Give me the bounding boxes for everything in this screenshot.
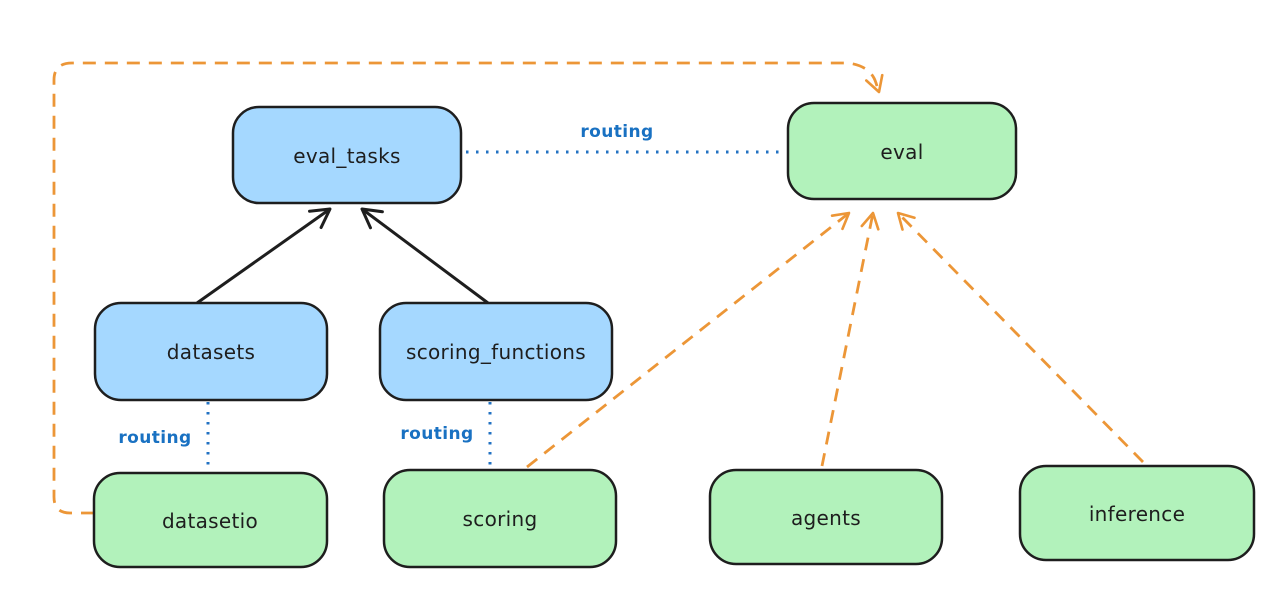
node-scoring_functions: scoring_functions bbox=[378, 301, 614, 402]
edge-label-routing-left: routing bbox=[118, 428, 191, 448]
edge-label-routing-middle: routing bbox=[400, 424, 473, 444]
edge-scoring_functions-to-eval_tasks bbox=[360, 207, 489, 305]
node-inference-box bbox=[1018, 464, 1256, 562]
edge-datasets-to-eval_tasks bbox=[196, 207, 332, 305]
edge-scoring-to-eval bbox=[526, 211, 851, 469]
node-scoring_functions-box bbox=[378, 301, 614, 402]
node-datasets: datasets bbox=[93, 301, 329, 402]
node-datasets-box bbox=[93, 301, 329, 402]
node-scoring_functions-label: scoring_functions bbox=[406, 340, 586, 364]
edge-inference-to-eval bbox=[896, 211, 1144, 463]
node-scoring-label: scoring bbox=[463, 507, 538, 531]
node-eval_tasks-label: eval_tasks bbox=[293, 144, 400, 168]
node-inference: inference bbox=[1018, 464, 1256, 562]
node-eval: eval bbox=[786, 101, 1018, 201]
node-datasetio-box bbox=[92, 471, 329, 569]
edge-label-routing-top: routing bbox=[580, 122, 653, 142]
edge-agents-to-eval bbox=[820, 211, 880, 467]
node-eval_tasks-box bbox=[231, 105, 463, 205]
node-eval-label: eval bbox=[880, 140, 923, 164]
node-datasets-label: datasets bbox=[167, 340, 255, 364]
node-datasetio: datasetio bbox=[92, 471, 329, 569]
node-agents-box bbox=[708, 468, 944, 566]
node-datasetio-label: datasetio bbox=[162, 509, 258, 533]
node-eval_tasks: eval_tasks bbox=[231, 105, 463, 205]
node-inference-label: inference bbox=[1089, 502, 1185, 526]
node-scoring: scoring bbox=[382, 468, 618, 569]
node-scoring-box bbox=[382, 468, 618, 569]
node-agents-label: agents bbox=[791, 506, 861, 530]
node-eval-box bbox=[786, 101, 1018, 201]
node-agents: agents bbox=[708, 468, 944, 566]
